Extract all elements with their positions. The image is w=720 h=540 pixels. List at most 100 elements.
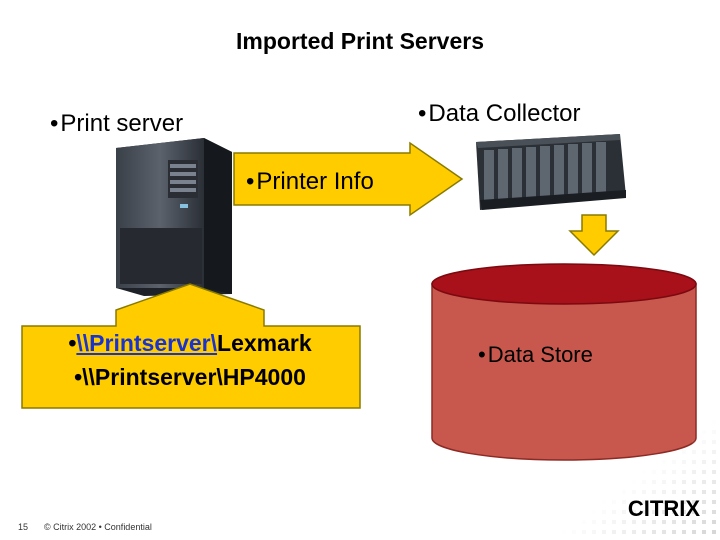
- decorative-dot: [652, 530, 656, 534]
- decorative-dot: [562, 530, 566, 534]
- decorative-dot: [712, 450, 716, 454]
- decorative-dot: [642, 520, 646, 524]
- bullet: •: [74, 364, 83, 390]
- decorative-dot: [662, 510, 666, 514]
- decorative-dot: [702, 520, 706, 524]
- data-store-label: •Data Store: [478, 342, 593, 368]
- decorative-dot: [642, 490, 646, 494]
- decorative-dot: [632, 510, 636, 514]
- decorative-dot: [652, 510, 656, 514]
- decorative-dot: [712, 430, 716, 434]
- decorative-dot: [692, 480, 696, 484]
- decorative-dot: [712, 460, 716, 464]
- decorative-dot: [612, 530, 616, 534]
- decorative-dot: [682, 530, 686, 534]
- decorative-dot: [682, 450, 686, 454]
- printer-info-text: Printer Info: [256, 168, 374, 195]
- printer-path: \\Printserver\HP4000: [82, 364, 306, 390]
- printer-info-arrow: [233, 141, 464, 217]
- printserver-link[interactable]: \\Printserver\: [76, 330, 218, 356]
- decorative-dot: [712, 520, 716, 524]
- decorative-dot: [662, 500, 666, 504]
- decorative-dot: [662, 520, 666, 524]
- decorative-dot: [652, 480, 656, 484]
- decorative-dot: [692, 440, 696, 444]
- decorative-dot: [712, 470, 716, 474]
- decorative-dot: [652, 520, 656, 524]
- decorative-dot: [672, 530, 676, 534]
- decorative-dot: [632, 530, 636, 534]
- decorative-dot: [622, 490, 626, 494]
- decorative-dot: [682, 490, 686, 494]
- decorative-dot: [622, 510, 626, 514]
- decorative-dot: [632, 490, 636, 494]
- decorative-dot: [702, 530, 706, 534]
- decorative-dot: [692, 490, 696, 494]
- decorative-dot: [642, 500, 646, 504]
- down-arrow: [568, 214, 620, 257]
- decorative-dot: [622, 520, 626, 524]
- decorative-dot: [642, 470, 646, 474]
- decorative-dot: [652, 500, 656, 504]
- data-store-text: Data Store: [487, 342, 593, 367]
- decorative-dot: [682, 440, 686, 444]
- decorative-dot: [682, 520, 686, 524]
- decorative-dot: [672, 490, 676, 494]
- dot-pattern-decoration: [562, 420, 716, 534]
- decorative-dot: [582, 520, 586, 524]
- decorative-dot: [672, 460, 676, 464]
- decorative-dot: [702, 480, 706, 484]
- decorative-dot: [632, 500, 636, 504]
- decorative-dot: [672, 500, 676, 504]
- decorative-dot: [632, 480, 636, 484]
- decorative-dot: [712, 510, 716, 514]
- decorative-dot: [702, 440, 706, 444]
- data-collector-label: •Data Collector: [418, 100, 580, 128]
- print-server-label: •Print server: [50, 110, 183, 138]
- decorative-dot: [592, 530, 596, 534]
- decorative-dot: [692, 450, 696, 454]
- decorative-dot: [672, 510, 676, 514]
- printer-name: Lexmark: [217, 330, 312, 356]
- decorative-dot: [662, 460, 666, 464]
- bullet: •: [50, 110, 59, 137]
- decorative-dot: [672, 520, 676, 524]
- decorative-dot: [602, 530, 606, 534]
- copyright-notice: © Citrix 2002 • Confidential: [44, 522, 152, 532]
- decorative-dot: [672, 470, 676, 474]
- decorative-dot: [692, 460, 696, 464]
- printer-list-arrow: [21, 283, 361, 409]
- decorative-dot: [702, 510, 706, 514]
- decorative-dot: [662, 480, 666, 484]
- decorative-dot: [682, 480, 686, 484]
- decorative-dot: [692, 500, 696, 504]
- printer-entry-hp4000: •\\Printserver\HP4000: [22, 360, 358, 394]
- decorative-dot: [712, 420, 716, 424]
- decorative-dot: [702, 500, 706, 504]
- print-server-image: [116, 138, 232, 296]
- decorative-dot: [702, 450, 706, 454]
- decorative-dot: [712, 440, 716, 444]
- decorative-dot: [702, 470, 706, 474]
- printer-entry-lexmark: •\\Printserver\Lexmark: [22, 326, 358, 360]
- decorative-dot: [612, 520, 616, 524]
- decorative-dot: [612, 510, 616, 514]
- bullet: •: [418, 100, 427, 127]
- decorative-dot: [592, 520, 596, 524]
- page-number: 15: [18, 522, 29, 532]
- decorative-dot: [702, 460, 706, 464]
- printer-info-label: •Printer Info: [246, 168, 374, 196]
- decorative-dot: [652, 490, 656, 494]
- data-collector-image: [476, 134, 626, 210]
- decorative-dot: [712, 480, 716, 484]
- decorative-dot: [582, 530, 586, 534]
- decorative-dot: [602, 500, 606, 504]
- decorative-dot: [712, 500, 716, 504]
- decorative-dot: [682, 460, 686, 464]
- citrix-logo: CITRIX: [627, 496, 700, 521]
- bullet: •: [478, 342, 486, 367]
- decorative-dot: [612, 500, 616, 504]
- data-collector-text: Data Collector: [428, 100, 581, 127]
- decorative-dot: [642, 530, 646, 534]
- printer-list: •\\Printserver\Lexmark •\\Printserver\HP…: [22, 326, 358, 394]
